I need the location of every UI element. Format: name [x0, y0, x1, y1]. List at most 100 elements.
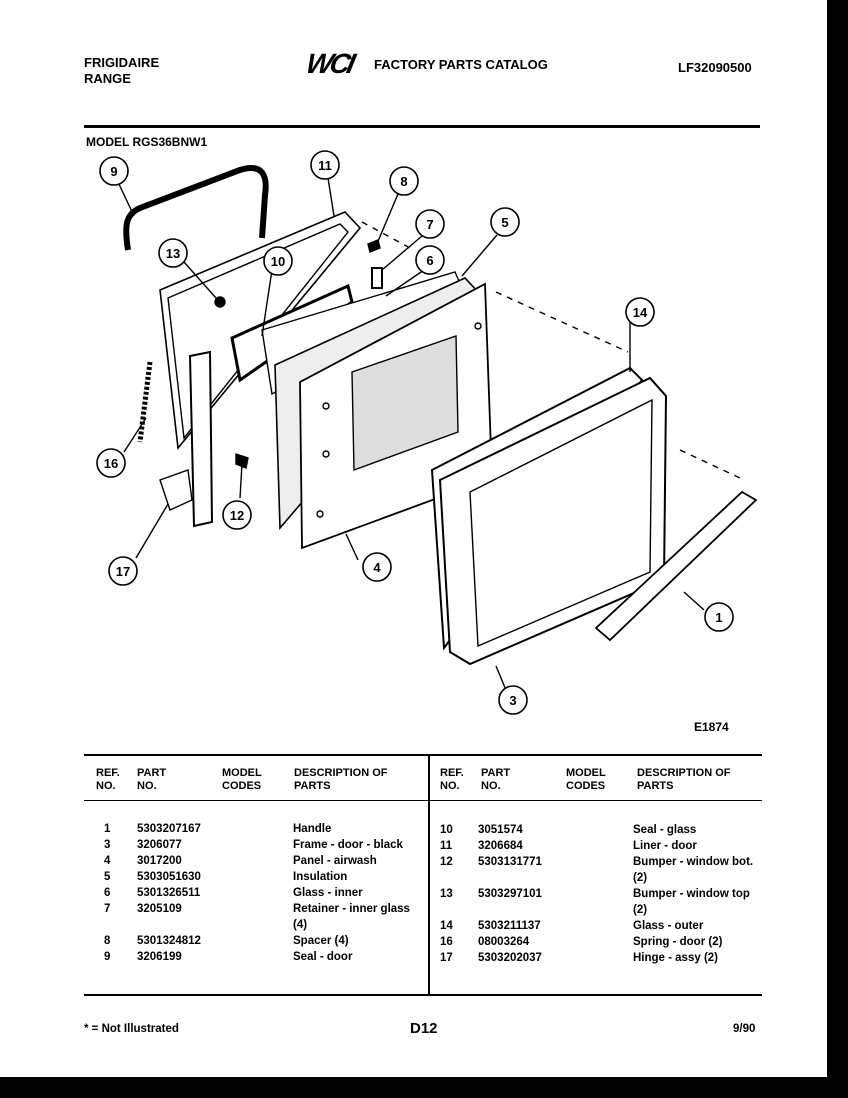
brand-name: FRIGIDAIRE — [84, 55, 160, 70]
part-description: Glass - inner — [293, 887, 363, 899]
part-number: 5303211137 — [478, 920, 541, 932]
table-row: 7 — [104, 903, 111, 915]
door-spring-part — [137, 361, 153, 443]
table-row: 9 — [104, 951, 111, 963]
left-desc-column: Handle Frame - door - black Panel - airw… — [293, 821, 423, 965]
door-seal-part — [123, 165, 269, 251]
part-description: Seal - door — [293, 951, 353, 963]
figure-id: E1874 — [694, 720, 729, 734]
callout-6: 6 — [415, 245, 445, 275]
part-number: 5303207167 — [137, 823, 201, 835]
part-description: Bumper - window top (2) — [633, 888, 750, 916]
table-row: 12 — [440, 856, 453, 868]
header-ref-no-right: REF. NO. — [440, 767, 464, 792]
table-row: 14 — [440, 920, 453, 932]
part-number: 5303297101 — [478, 888, 542, 900]
svg-text:5: 5 — [501, 215, 508, 230]
part-description: Spacer (4) — [293, 935, 349, 947]
bumper-bottom-part — [235, 453, 249, 469]
table-row: 16 — [440, 936, 453, 948]
part-number: 08003264 — [478, 936, 530, 948]
part-description: Frame - door - black — [293, 839, 403, 851]
right-desc-column: Seal - glass Liner - door Bumper - windo… — [633, 822, 765, 966]
callout-11: 11 — [310, 150, 340, 180]
table-row: 10 — [440, 824, 453, 836]
callout-17: 17 — [108, 556, 138, 586]
svg-text:3: 3 — [509, 693, 516, 708]
part-description: Panel - airwash — [293, 855, 377, 867]
product-type: RANGE — [84, 71, 131, 86]
part-number: 3051574 — [478, 824, 523, 836]
right-part-column: 3051574 3206684 5303131771 5303297101 53… — [478, 822, 542, 966]
page-number: D12 — [410, 1020, 438, 1037]
svg-text:10: 10 — [271, 254, 285, 269]
table-row: 5 — [104, 871, 111, 883]
table-row: 13 — [440, 888, 453, 900]
wci-logo: WCI — [308, 48, 360, 78]
table-row: 3 — [104, 839, 111, 851]
part-description: Retainer - inner glass (4) — [293, 903, 410, 931]
part-description: Handle — [293, 823, 332, 835]
callout-5: 5 — [490, 207, 520, 237]
callout-14: 14 — [625, 297, 655, 327]
part-description: Bumper - window bot. (2) — [633, 856, 754, 884]
part-number: 5301326511 — [137, 887, 201, 899]
callout-9: 9 — [99, 156, 129, 186]
part-description: Liner - door — [633, 840, 697, 852]
catalog-title: FACTORY PARTS CATALOG — [374, 57, 548, 72]
header-ref-no-left: REF. NO. — [96, 767, 120, 792]
header-rule — [84, 125, 760, 128]
callout-12: 12 — [222, 500, 252, 530]
table-row: 8 — [104, 935, 111, 947]
parts-catalog-page: FRIGIDAIRE RANGE WCI FACTORY PARTS CATAL… — [0, 0, 827, 1077]
table-divider — [428, 756, 430, 996]
table-row: 17 — [440, 952, 453, 964]
panel-window — [351, 335, 459, 471]
svg-text:4: 4 — [373, 560, 381, 575]
svg-text:17: 17 — [116, 564, 130, 579]
header-model-codes-right: MODEL CODES — [566, 767, 606, 792]
svg-text:9: 9 — [110, 164, 117, 179]
callout-1: 1 — [704, 602, 734, 632]
retainer-part — [371, 267, 383, 289]
table-header-rule — [84, 800, 762, 801]
part-description: Glass - outer — [633, 920, 704, 932]
left-ref-column: 1 3 4 5 6 7 8 9 — [104, 821, 110, 965]
part-number: 5301324812 — [137, 935, 201, 947]
part-number: 3017200 — [137, 855, 182, 867]
svg-text:1: 1 — [715, 610, 722, 625]
table-row: 1 — [104, 823, 111, 835]
svg-text:13: 13 — [166, 246, 180, 261]
part-description: Insulation — [293, 871, 348, 883]
part-number: 5303202037 — [478, 952, 542, 964]
callout-7: 7 — [415, 209, 445, 239]
header-part-no-left: PART NO. — [137, 767, 167, 792]
model-label: MODEL RGS36BNW1 — [86, 135, 208, 149]
svg-text:6: 6 — [426, 253, 433, 268]
callout-markers: 9 11 8 7 6 5 13 10 14 16 12 17 4 1 3 — [96, 150, 734, 715]
part-description: Spring - door (2) — [633, 936, 723, 948]
svg-text:11: 11 — [318, 158, 332, 173]
header-part-no-right: PART NO. — [481, 767, 511, 792]
part-description: Hinge - assy (2) — [633, 952, 718, 964]
handle-part — [594, 490, 758, 642]
svg-text:16: 16 — [104, 456, 118, 471]
svg-text:7: 7 — [426, 217, 433, 232]
revision-date: 9/90 — [733, 1023, 756, 1035]
svg-text:12: 12 — [230, 508, 244, 523]
right-ref-column: 10 11 12 13 14 16 17 — [440, 822, 453, 966]
svg-text:14: 14 — [633, 305, 648, 320]
bumper-top-part — [214, 296, 226, 308]
callout-16: 16 — [96, 448, 126, 478]
callout-10: 10 — [263, 246, 293, 276]
part-description: Seal - glass — [633, 824, 697, 836]
left-part-column: 5303207167 3206077 3017200 5303051630 53… — [137, 821, 201, 965]
callout-13: 13 — [158, 238, 188, 268]
part-number: 5303131771 — [478, 856, 542, 868]
table-row: 6 — [104, 887, 111, 899]
callout-3: 3 — [498, 685, 528, 715]
exploded-door-diagram: 9 11 8 7 6 5 13 10 14 16 12 17 4 1 3 — [96, 150, 758, 715]
part-number: 5303051630 — [137, 871, 201, 883]
table-bottom-rule — [84, 994, 762, 996]
header-description-right: DESCRIPTION OF PARTS — [637, 767, 731, 792]
